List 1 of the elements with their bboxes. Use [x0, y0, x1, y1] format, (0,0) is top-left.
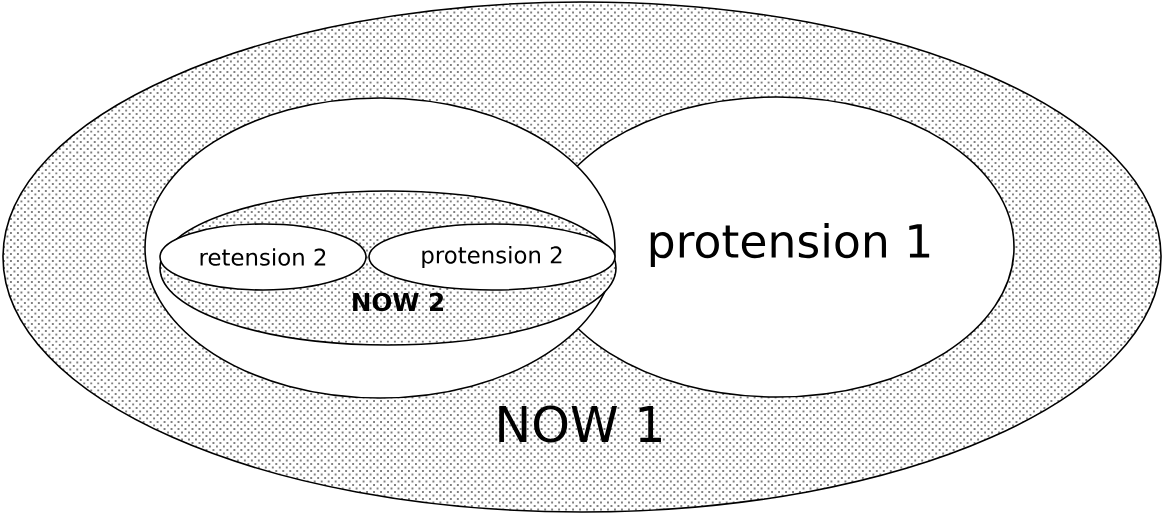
node-label: NOW 2: [353, 292, 444, 312]
